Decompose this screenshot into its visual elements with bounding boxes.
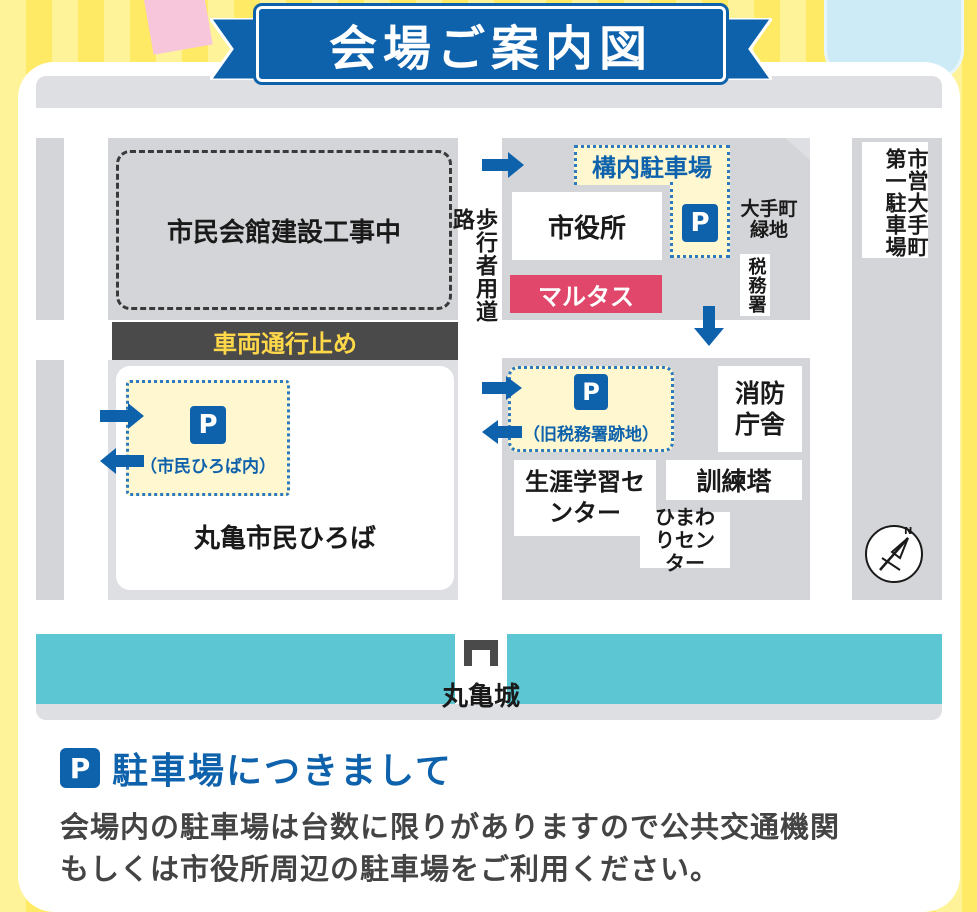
block-far-left-top xyxy=(36,138,64,320)
tax-office: 税務署 xyxy=(740,254,770,316)
marutasu: マルタス xyxy=(510,275,662,313)
road-right-vertical xyxy=(810,138,852,600)
road-left-vertical xyxy=(64,138,108,600)
parking-notice-line-1: 会場内の駐車場は台数に限りがありますので公共交通機関 xyxy=(60,810,841,844)
himawari-center: ひまわりセンター xyxy=(640,505,730,574)
municipal-otemachi-parking: 市営大手町第一駐車場 xyxy=(862,142,929,258)
civic-hall-construction: 市民会館建設工事中 xyxy=(116,150,452,310)
marugame-plaza-label: 丸亀市民ひろば xyxy=(193,523,376,554)
marugame-castle-label: 丸亀城 xyxy=(441,681,520,712)
road-bottom xyxy=(36,600,942,634)
fire-department-building: 消防庁舎 xyxy=(718,366,802,452)
parking-onsite-label: 構内駐車場 xyxy=(592,153,712,182)
parking-onsite-zone-top xyxy=(574,145,730,185)
otemachi-green: 大手町緑地 xyxy=(740,198,798,241)
road-closed-label: 車両通行止め xyxy=(112,322,458,360)
arrow-right-icon xyxy=(482,376,522,400)
road-center-vertical xyxy=(458,138,502,600)
road-top xyxy=(36,108,942,138)
parking-old-tax-label: （旧税務署跡地） xyxy=(523,424,659,445)
parking-notice-icon: P xyxy=(60,748,100,788)
parking-old-tax-icon: P xyxy=(574,374,608,410)
compass-north-label: N xyxy=(904,526,913,537)
castle-gate-icon xyxy=(464,640,498,666)
arrow-down-icon xyxy=(694,306,724,346)
arrow-left-icon xyxy=(100,448,144,474)
arrow-right-icon xyxy=(482,152,524,178)
lifelong-learning-center: 生涯学習センター xyxy=(514,460,656,536)
parking-plaza-label: （市民ひろば内） xyxy=(140,456,276,477)
parking-plaza-icon: P xyxy=(190,406,226,444)
training-tower: 訓練塔 xyxy=(666,460,802,500)
block-far-left-bottom xyxy=(36,360,64,600)
arrow-right-icon xyxy=(100,403,144,429)
pedestrian-road-label: 歩行者用道路 xyxy=(448,208,497,323)
parking-notice-line-2: もしくは市役所周辺の駐車場をご利用ください。 xyxy=(60,852,721,886)
compass-icon xyxy=(862,522,926,586)
block-civic-hall xyxy=(108,138,458,320)
city-hall: 市役所 xyxy=(512,192,662,260)
parking-notice-heading: 駐車場につきまして xyxy=(112,751,453,792)
parking-onsite-icon: P xyxy=(682,204,718,242)
page-title: 会場ご案内図 xyxy=(256,6,726,82)
arrow-left-icon xyxy=(482,420,522,444)
road-middle-right xyxy=(502,320,810,358)
decoration-pink-square xyxy=(143,0,213,55)
